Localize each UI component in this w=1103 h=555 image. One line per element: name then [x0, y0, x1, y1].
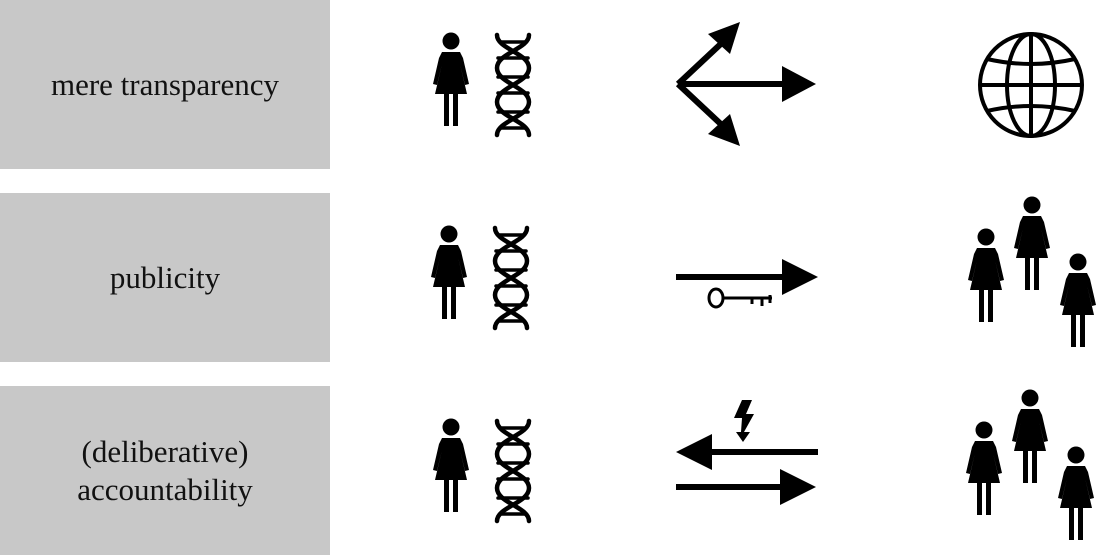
label-line: publicity [109, 259, 221, 295]
label-box: (deliberative) accountability [0, 386, 330, 555]
label-line: mere transparency [50, 66, 280, 102]
row-publicity: publicity [0, 193, 1103, 362]
dna-icon [488, 30, 538, 140]
arrow-with-key-icon [676, 259, 818, 309]
globe-icon [978, 32, 1084, 138]
row-mere-transparency: mere transparency [0, 0, 1103, 169]
label-box: mere transparency [0, 0, 330, 169]
label-line: (deliberative) [81, 433, 249, 469]
label-box: publicity [0, 193, 330, 362]
person-icon [433, 418, 469, 512]
dna-icon [488, 416, 538, 526]
bidirectional-arrows-with-lightning-icon [676, 400, 818, 505]
dispersing-arrows-icon [675, 22, 816, 146]
label-line: accountability [77, 471, 253, 507]
group-of-people-icon [968, 196, 1096, 347]
group-of-people-icon [966, 389, 1094, 540]
row-deliberative-accountability: (deliberative) accountability [0, 386, 1103, 555]
key-icon [707, 287, 772, 309]
person-icon [433, 32, 469, 126]
lightning-icon [734, 400, 754, 442]
person-icon [431, 225, 467, 319]
dna-icon [486, 223, 536, 333]
